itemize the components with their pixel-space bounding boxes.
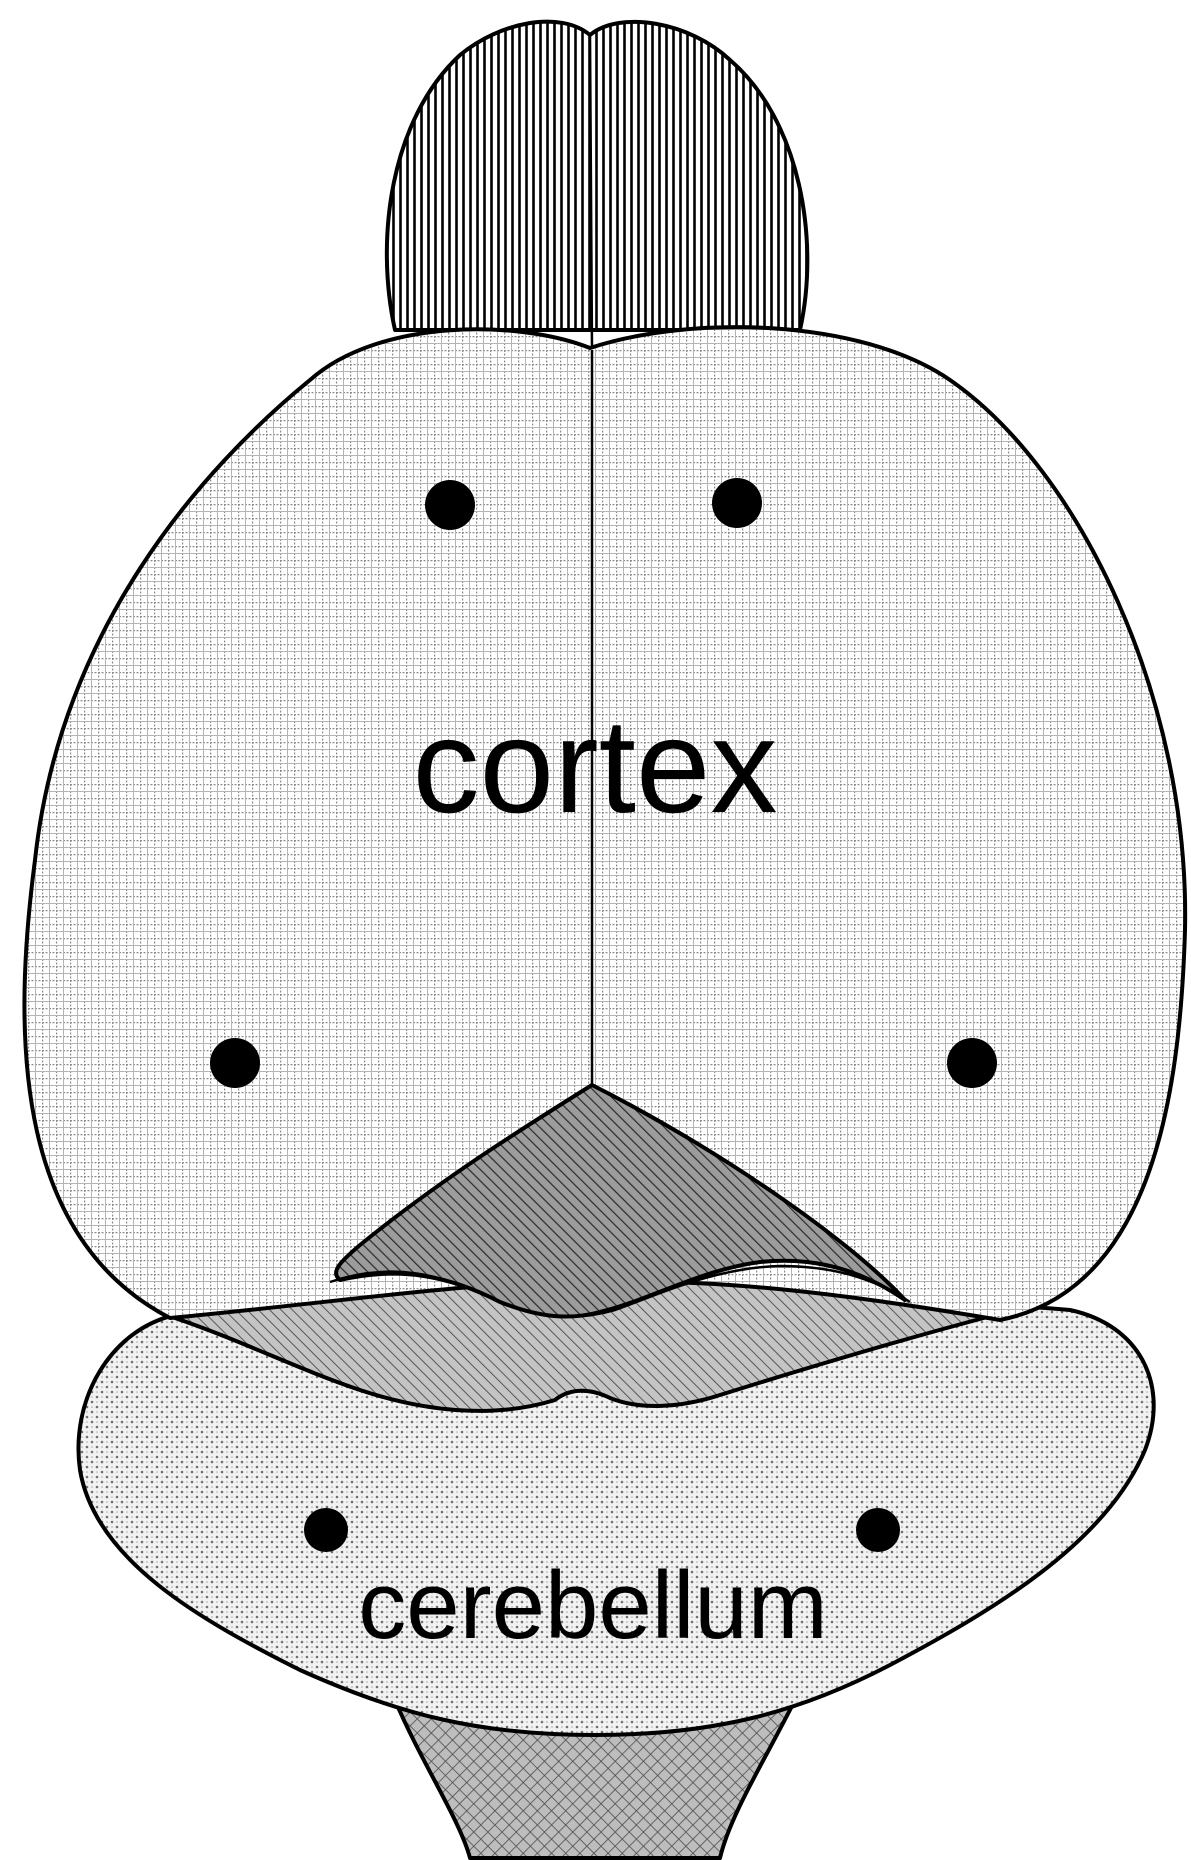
electrode-rear-left	[210, 1038, 260, 1088]
electrode-front-right	[712, 478, 762, 528]
electrode-cerebellum-right	[856, 1508, 900, 1552]
cerebellum-label: cerebellum	[358, 1552, 828, 1659]
electrode-cerebellum-left	[304, 1508, 348, 1552]
electrode-front-left	[425, 480, 475, 530]
cortex-label: cortex	[413, 692, 778, 841]
electrode-rear-right	[947, 1038, 997, 1088]
olfactory-bulb	[387, 22, 808, 330]
